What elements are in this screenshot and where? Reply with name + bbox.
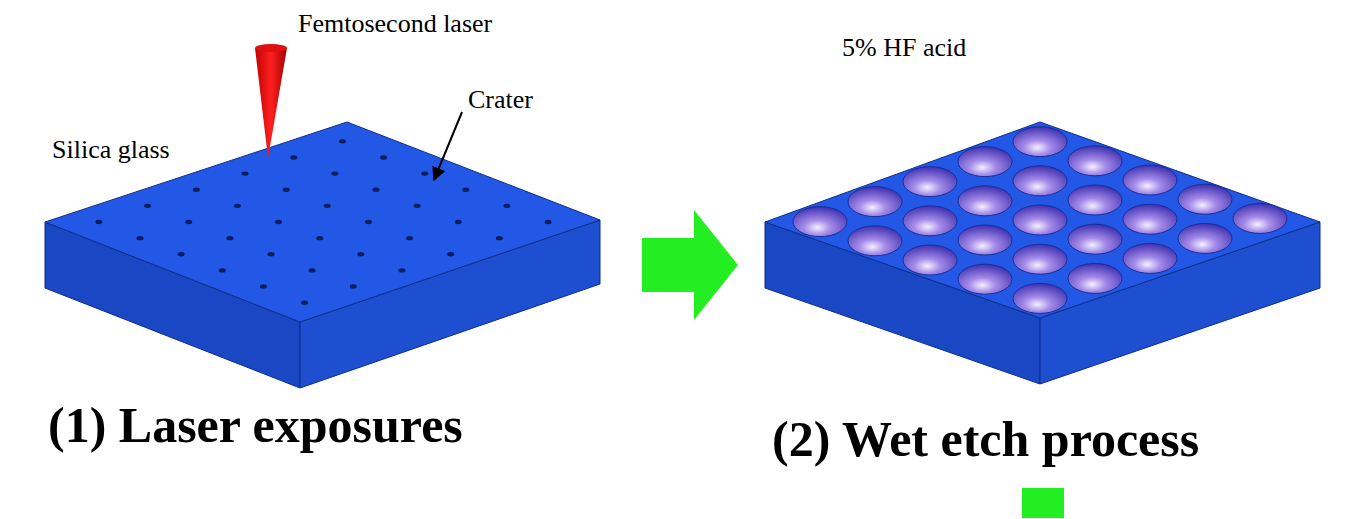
etched-crater bbox=[1123, 165, 1177, 195]
crater-dot bbox=[414, 204, 421, 208]
etched-crater bbox=[1178, 223, 1232, 253]
crater-label: Crater bbox=[468, 86, 533, 115]
etched-crater bbox=[848, 226, 902, 256]
laser-top bbox=[255, 44, 287, 52]
crater-dot bbox=[462, 188, 469, 192]
green-marker bbox=[1022, 488, 1064, 518]
crater-dot bbox=[455, 220, 462, 224]
crater-dot bbox=[178, 252, 185, 256]
crater-dots bbox=[95, 139, 551, 305]
step-title: (2) Wet etch process bbox=[772, 412, 1199, 467]
crater-dot bbox=[290, 155, 297, 159]
crater-dot bbox=[380, 155, 387, 159]
crater-dot bbox=[545, 220, 552, 224]
crater-dot bbox=[144, 204, 151, 208]
etched-crater bbox=[1178, 184, 1232, 214]
etched-crater bbox=[903, 245, 957, 275]
process-arrow bbox=[642, 210, 738, 320]
etched-crater bbox=[1123, 243, 1177, 273]
crater-dot bbox=[309, 268, 316, 272]
etched-crater bbox=[1233, 203, 1287, 233]
crater-dot bbox=[398, 268, 405, 272]
crater-dot bbox=[447, 252, 454, 256]
etched-crater bbox=[958, 147, 1012, 177]
etched-crater bbox=[903, 167, 957, 197]
crater-dot bbox=[242, 171, 249, 175]
etched-crater bbox=[1068, 146, 1122, 176]
etched-crater bbox=[1068, 185, 1122, 215]
crater-dot bbox=[219, 268, 226, 272]
etched-crater bbox=[958, 264, 1012, 294]
laser-label: Femtosecond laser bbox=[298, 10, 492, 39]
etched-crater bbox=[1013, 127, 1067, 157]
crater-dot bbox=[260, 284, 267, 288]
etched-crater bbox=[903, 206, 957, 236]
etched-crater bbox=[958, 225, 1012, 255]
etched-crater bbox=[1013, 283, 1067, 313]
etched-crater bbox=[848, 187, 902, 217]
crater-dot bbox=[283, 188, 290, 192]
etched-crater bbox=[1013, 205, 1067, 235]
crater-dot bbox=[193, 188, 200, 192]
silica-slab-left bbox=[45, 122, 600, 388]
crater-dot bbox=[316, 236, 323, 240]
etched-crater bbox=[1013, 166, 1067, 196]
crater-dot bbox=[406, 236, 413, 240]
crater-dot bbox=[95, 220, 102, 224]
etched-crater bbox=[793, 207, 847, 237]
crater-dot bbox=[301, 300, 308, 304]
crater-dot bbox=[234, 204, 241, 208]
crater-dot bbox=[226, 236, 233, 240]
etched-crater bbox=[958, 186, 1012, 216]
crater-dot bbox=[339, 139, 346, 143]
crater-dot bbox=[268, 252, 275, 256]
slab-top-face bbox=[45, 122, 600, 322]
laser-cone bbox=[255, 48, 287, 158]
crater-dot bbox=[324, 204, 331, 208]
material-label: Silica glass bbox=[52, 136, 170, 165]
etched-crater bbox=[1013, 244, 1067, 274]
etched-craters bbox=[793, 127, 1287, 314]
crater-dot bbox=[331, 171, 338, 175]
crater-dot bbox=[350, 284, 357, 288]
step-title: (1) Laser exposures bbox=[48, 398, 463, 453]
crater-dot bbox=[421, 171, 428, 175]
etched-crater bbox=[1068, 263, 1122, 293]
femtosecond-laser-beam bbox=[255, 44, 287, 158]
leader-line bbox=[434, 112, 462, 180]
etched-crater bbox=[1123, 204, 1177, 234]
crater-dot bbox=[185, 220, 192, 224]
crater-dot bbox=[137, 236, 144, 240]
crater-dot bbox=[365, 220, 372, 224]
crater-dot bbox=[496, 236, 503, 240]
crater-dot bbox=[275, 220, 282, 224]
silica-slab-right bbox=[765, 122, 1320, 384]
crater-dot bbox=[503, 204, 510, 208]
etchant-label: 5% HF acid bbox=[842, 34, 966, 63]
slab-top-face bbox=[765, 122, 1320, 318]
crater-dot bbox=[357, 252, 364, 256]
etched-crater bbox=[1068, 224, 1122, 254]
crater-dot bbox=[373, 188, 380, 192]
